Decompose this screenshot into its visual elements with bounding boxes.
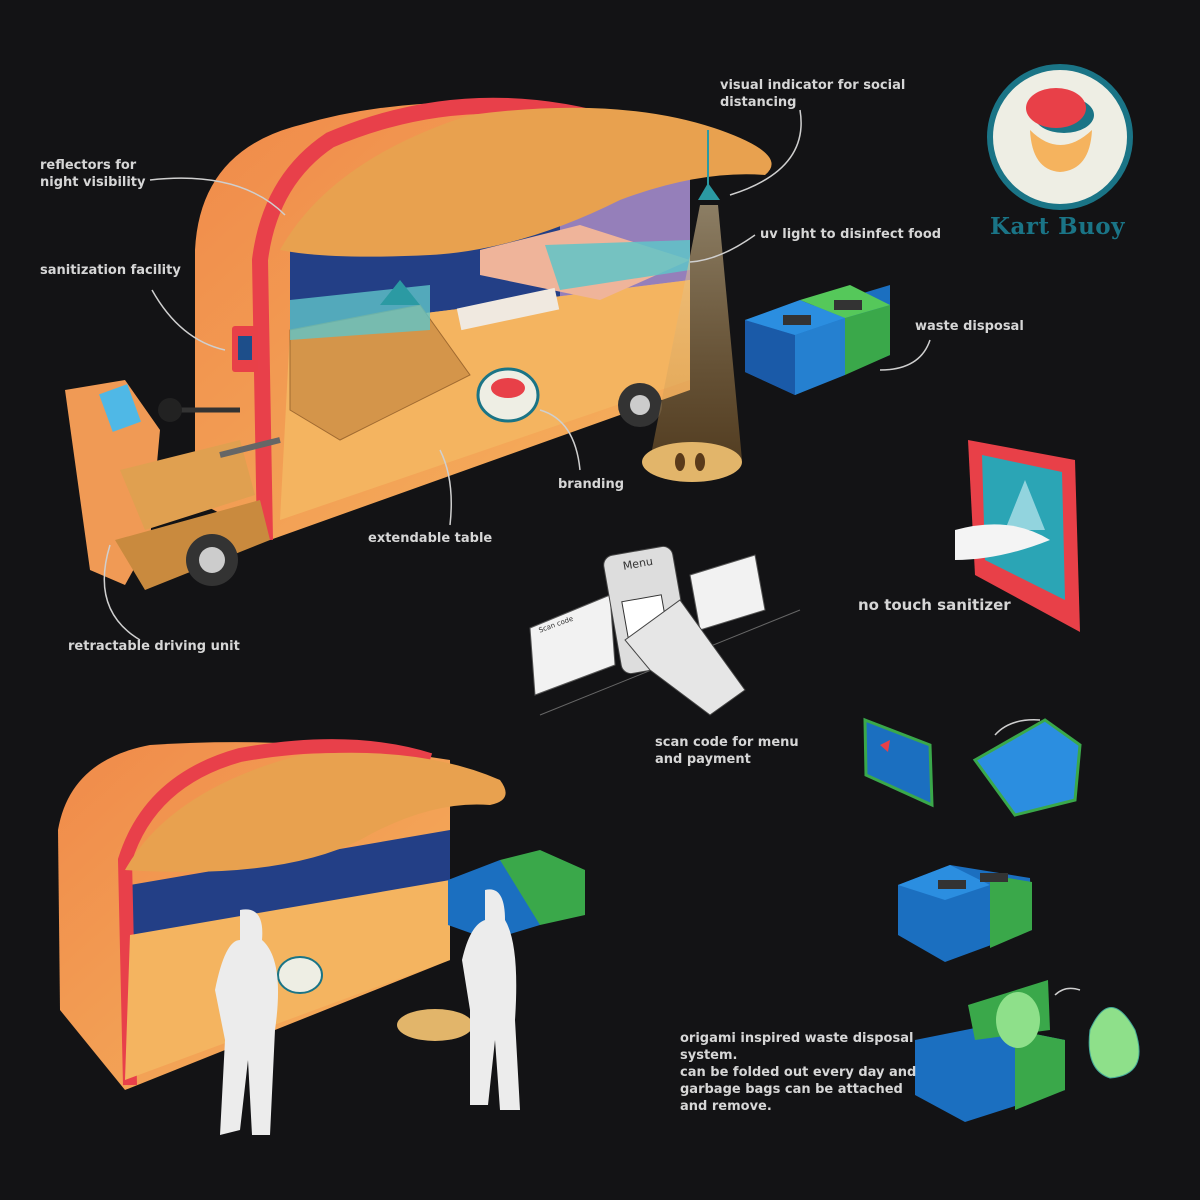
kart-buoy-logo bbox=[987, 64, 1133, 210]
label-visual-indicator: visual indicator for social distancing bbox=[720, 78, 906, 110]
label-sanitization-facility: sanitization facility bbox=[40, 263, 181, 278]
label-origami-waste-system: origami inspired waste disposal system. … bbox=[680, 1031, 917, 1114]
label-branding: branding bbox=[558, 477, 625, 492]
no-touch-sanitizer bbox=[955, 440, 1080, 632]
origami-steps bbox=[863, 717, 1140, 1122]
label-uv-light: uv light to disinfect food bbox=[760, 227, 942, 242]
label-waste-disposal: waste disposal bbox=[915, 319, 1024, 334]
cart-bottom bbox=[58, 739, 585, 1135]
label-reflectors: reflectors for night visibility bbox=[40, 158, 146, 190]
scan-menu-illustration bbox=[529, 545, 801, 716]
cart-top bbox=[65, 97, 772, 590]
waste-bins bbox=[745, 285, 890, 395]
callout-arrows bbox=[103, 109, 1081, 996]
brand-wordmark: Kart Buoy bbox=[990, 213, 1126, 240]
label-extendable-table: extendable table bbox=[368, 531, 493, 546]
label-no-touch-sanitizer: no touch sanitizer bbox=[858, 596, 1011, 614]
label-retractable-driving-unit: retractable driving unit bbox=[68, 639, 240, 654]
label-scan-code: scan code for menu and payment bbox=[655, 735, 799, 767]
